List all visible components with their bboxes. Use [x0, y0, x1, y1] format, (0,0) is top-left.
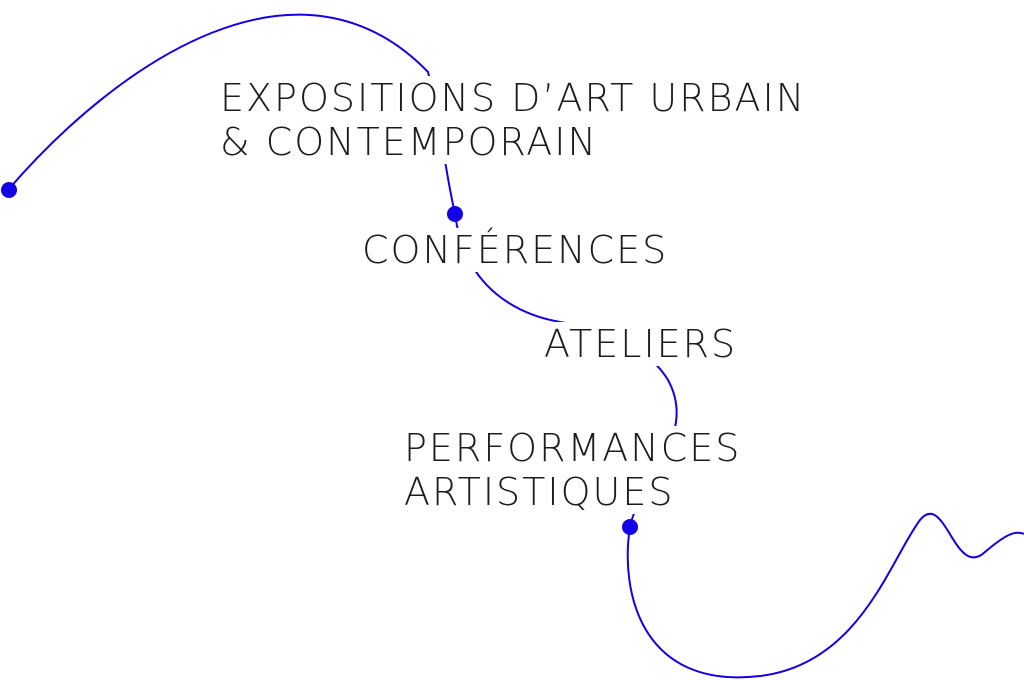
label-ateliers: ATELIERS — [538, 322, 744, 366]
label-expositions-line1: EXPOSITIONS D’ART URBAIN — [220, 76, 807, 120]
label-conferences-text: CONFÉRENCES — [362, 228, 669, 272]
label-conferences: CONFÉRENCES — [356, 228, 675, 272]
label-performances: PERFORMANCES ARTISTIQUES — [398, 426, 748, 514]
label-expositions-line2: & CONTEMPORAIN — [220, 120, 598, 164]
label-performances-line1: PERFORMANCES — [404, 426, 742, 470]
label-performances-line2: ARTISTIQUES — [404, 470, 675, 514]
dot-start — [1, 182, 17, 198]
label-ateliers-text: ATELIERS — [544, 322, 738, 366]
label-expositions: EXPOSITIONS D’ART URBAIN & CONTEMPORAIN — [214, 76, 813, 164]
dot-conferences — [447, 206, 463, 222]
dot-performances — [622, 519, 638, 535]
